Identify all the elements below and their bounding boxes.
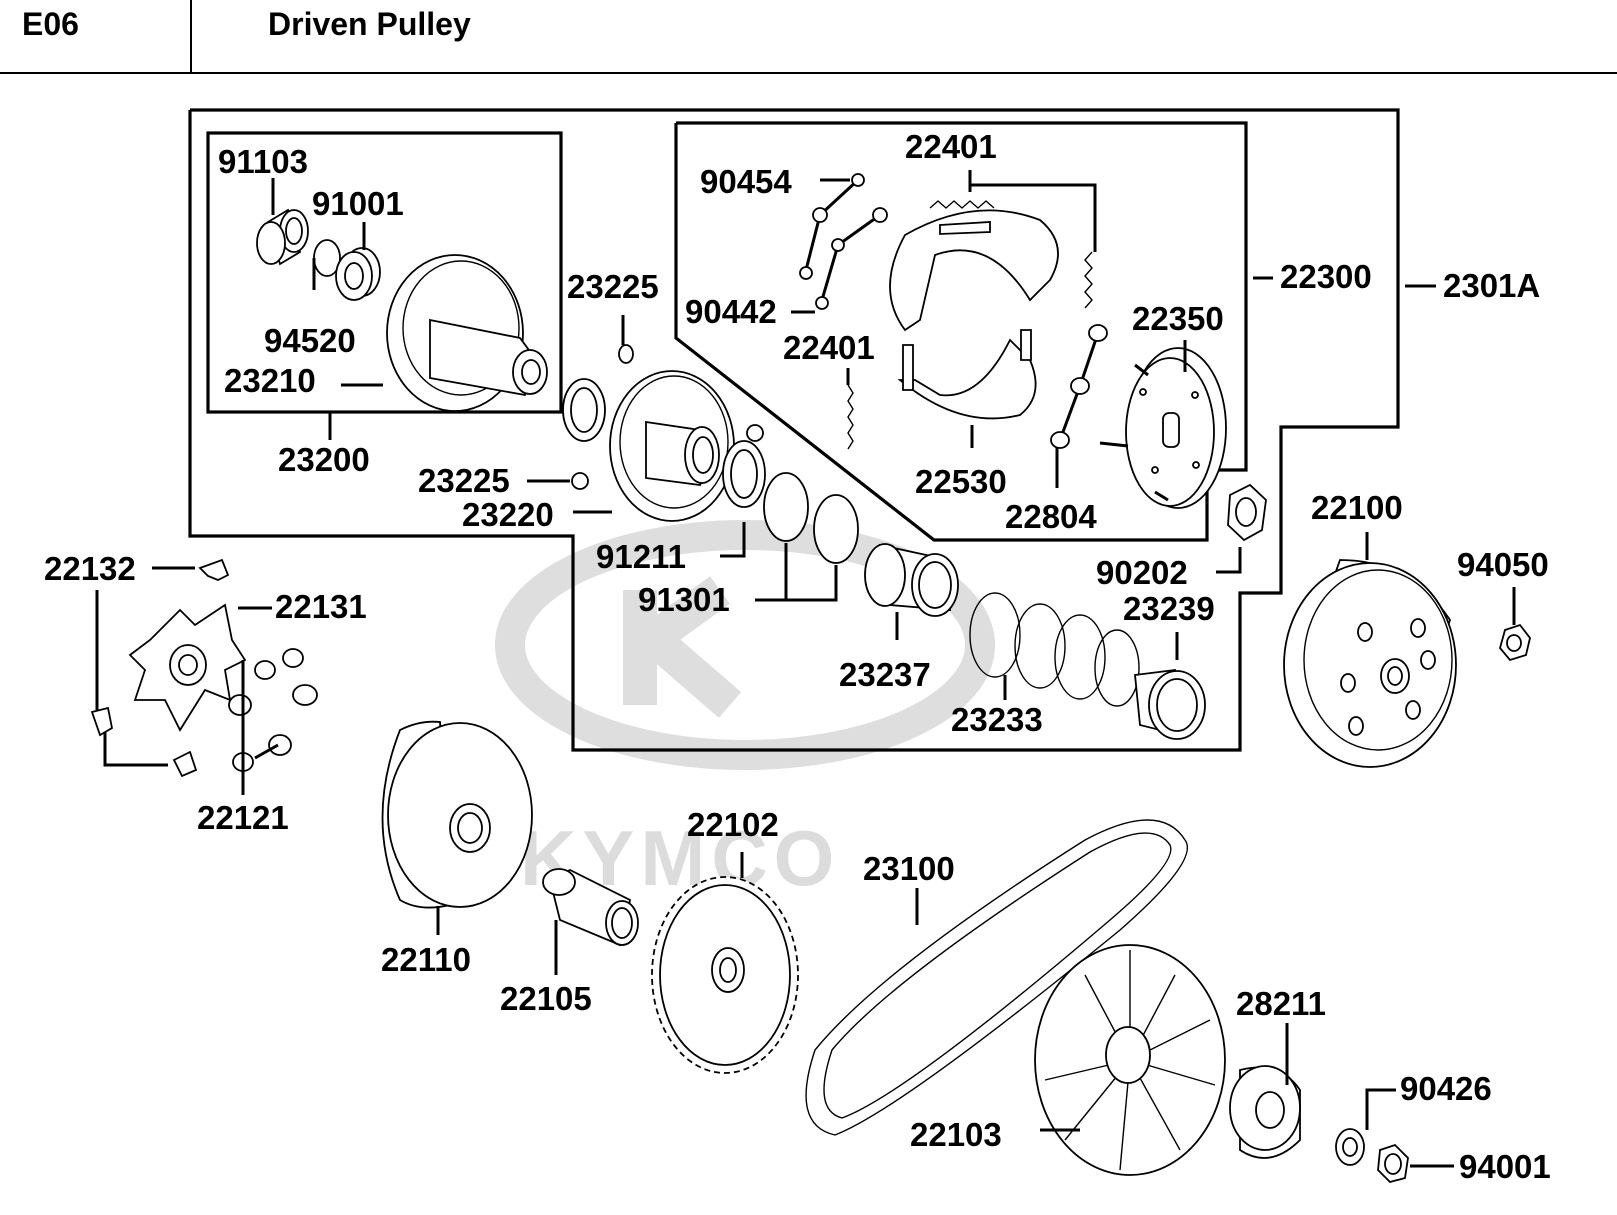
ball-bearing-part: [335, 247, 381, 301]
oil-seal-part: [562, 378, 606, 442]
page-title: Driven Pulley: [268, 6, 471, 42]
drive-nut-part: [1377, 1143, 1409, 1184]
needle-bearing-part: [256, 208, 309, 266]
label-91103: 91103: [218, 143, 308, 180]
o-ring-1-part: [763, 472, 809, 542]
slide-piece-2-part: [90, 706, 114, 737]
label-91001: 91001: [312, 185, 404, 222]
label-90426: 90426: [1400, 1070, 1492, 1107]
label-91301: 91301: [638, 581, 730, 618]
guide-pin-right-part: [746, 424, 764, 442]
label-23220: 23220: [462, 496, 554, 533]
label-23233: 23233: [951, 701, 1043, 738]
label-22350: 22350: [1132, 300, 1224, 337]
outer-nut-part: [1499, 623, 1531, 662]
clutch-plate-part: [1099, 347, 1227, 509]
label-22804: 22804: [1005, 498, 1097, 535]
clutch-spring-upper-part: [929, 200, 995, 209]
clutch-outer-part: [1283, 559, 1457, 768]
label-2301A: 2301A: [1443, 267, 1540, 304]
v-belt-part: [805, 819, 1189, 1136]
section-code: E06: [22, 6, 79, 42]
page-header: E06 Driven Pulley: [0, 0, 1617, 74]
label-22401-lower: 22401: [783, 329, 875, 366]
collar-part: [864, 543, 959, 617]
label-23237: 23237: [839, 656, 931, 693]
ring-gear-plate-part: [651, 876, 799, 1074]
label-94001: 94001: [1459, 1148, 1551, 1185]
label-22132: 22132: [44, 550, 136, 587]
label-22121: 22121: [197, 799, 289, 836]
label-90202: 90202: [1096, 554, 1188, 591]
movable-driven-face-part: [609, 370, 735, 522]
drive-plate-part: [1229, 1065, 1301, 1159]
label-94520: 94520: [264, 322, 356, 359]
o-seal-part: [722, 440, 766, 508]
movable-drive-face-part: [381, 720, 533, 909]
label-23200: 23200: [278, 441, 370, 478]
header-divider-vertical: [190, 0, 192, 72]
drive-washer-part: [1335, 1128, 1365, 1166]
clutch-spring-right-part: [1084, 251, 1093, 309]
guide-pin-upper-part: [618, 344, 634, 364]
o-ring-2-part: [813, 494, 859, 564]
drive-bushing-part: [542, 868, 639, 947]
clutch-assembly-box-22300: [674, 121, 1248, 542]
part-number-labels: 91103 91001 94520 23210 23200 23225 2322…: [44, 128, 1551, 1185]
label-23225-lower: 23225: [418, 462, 510, 499]
outer-assembly-box-2301A: [188, 108, 1400, 752]
label-90442: 90442: [685, 293, 777, 330]
leader-lines: [95, 170, 1516, 1168]
label-22102: 22102: [687, 806, 779, 843]
label-22401-upper: 22401: [905, 128, 997, 165]
label-94050: 94050: [1457, 546, 1549, 583]
clutch-shoe-set-part: [889, 209, 1059, 420]
slide-piece-1-part: [198, 558, 230, 581]
clutch-pins-part: [799, 173, 888, 310]
header-divider-horizontal: [0, 72, 1617, 74]
label-28211: 28211: [1236, 985, 1326, 1022]
label-91211: 91211: [596, 538, 686, 575]
damper-rubber-part: [1050, 324, 1108, 449]
guide-pin-lower-part: [571, 472, 589, 490]
driven-spring-part: [969, 592, 1140, 707]
spring-seat-part: [1134, 668, 1206, 740]
label-90454: 90454: [700, 163, 792, 200]
label-22100: 22100: [1311, 489, 1403, 526]
label-22131: 22131: [275, 588, 367, 625]
ramp-plate-part: [128, 603, 247, 732]
label-23210: 23210: [224, 362, 316, 399]
label-22103: 22103: [910, 1116, 1002, 1153]
weight-rollers-part: [228, 648, 318, 772]
label-22110: 22110: [381, 941, 471, 978]
label-23239: 23239: [1123, 590, 1215, 627]
slide-piece-3-part: [172, 750, 198, 778]
label-23225-upper: 23225: [567, 268, 659, 305]
clutch-spring-lower-part: [847, 384, 854, 450]
sub-assembly-box-23200: [206, 131, 563, 414]
fixed-drive-face-part: [1034, 944, 1226, 1176]
label-22530: 22530: [915, 463, 1007, 500]
fixed-driven-face-part: [386, 254, 548, 412]
label-23100: 23100: [863, 850, 955, 887]
label-22300: 22300: [1280, 258, 1372, 295]
clutch-nut-part: [1227, 483, 1267, 542]
label-22105: 22105: [500, 980, 592, 1017]
